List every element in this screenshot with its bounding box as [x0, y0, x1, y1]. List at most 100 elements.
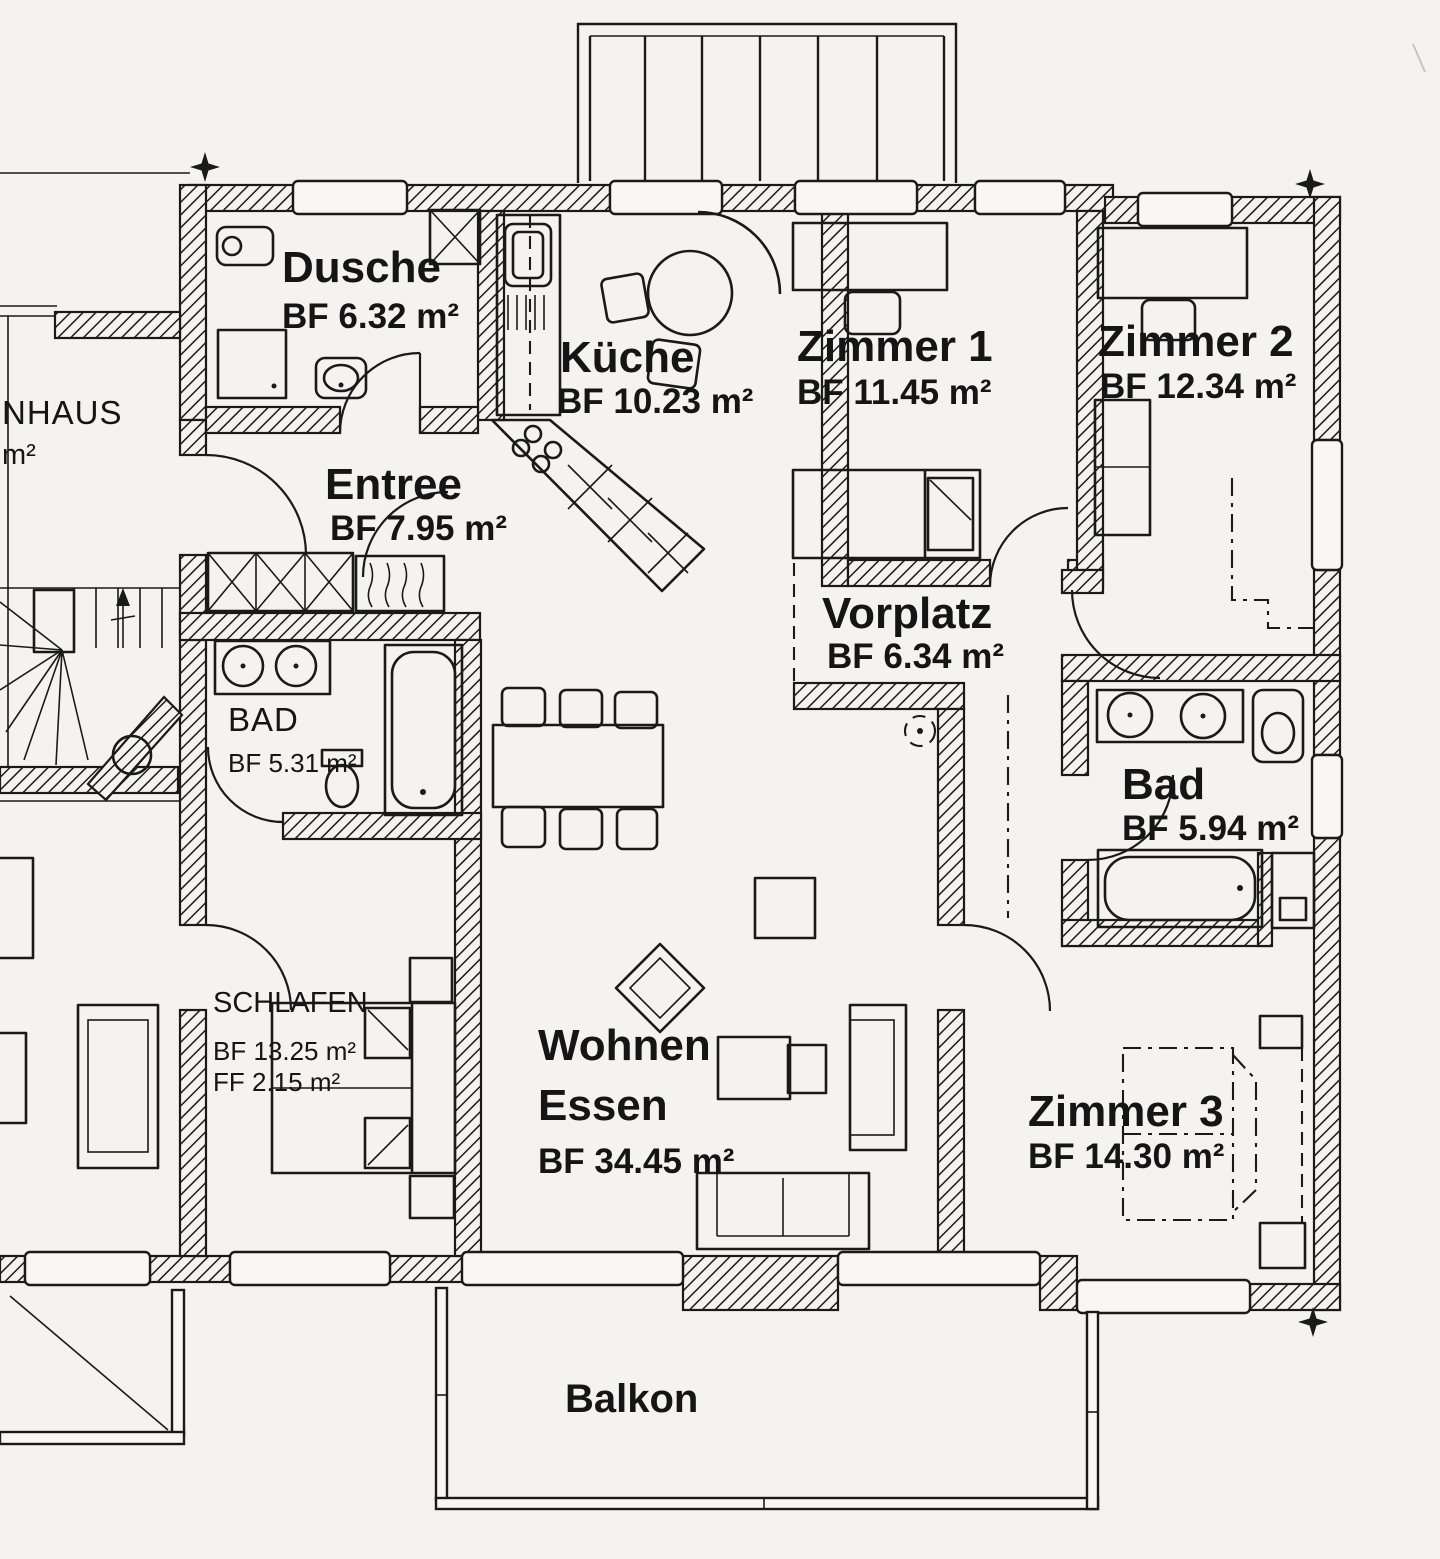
staircase — [0, 587, 180, 776]
chair — [615, 807, 659, 851]
room1-fixtures — [791, 221, 982, 560]
living-dining-fixtures — [491, 686, 908, 1251]
coat-rack — [354, 554, 446, 613]
corner-basin — [111, 734, 153, 776]
kitchen-table — [646, 249, 734, 337]
side-table — [753, 876, 817, 940]
vanity-counter — [213, 639, 332, 696]
pillow — [926, 476, 975, 552]
roof-terrace — [576, 22, 958, 183]
room-label-vorplatz: Vorplatz — [822, 589, 992, 638]
room2-door-arc — [1070, 589, 1161, 680]
shower-tray-icon — [216, 328, 288, 400]
nightstand — [408, 1174, 456, 1220]
chair — [613, 690, 659, 730]
survey-cross-marks — [190, 152, 1328, 1337]
stove-burner — [523, 424, 543, 444]
stair-diagonal-wall — [86, 695, 184, 802]
duct-shaft — [428, 208, 482, 266]
bath-door-arc — [1087, 774, 1175, 862]
dining-table — [491, 723, 665, 809]
sink-icon — [1179, 692, 1227, 740]
room-label-wohnen: Wohnen — [538, 1021, 711, 1070]
window — [1136, 191, 1234, 228]
label-treppenhaus-partial: NHAUS — [2, 394, 123, 431]
window — [1075, 1278, 1252, 1315]
kitchen-bench-arc — [697, 210, 782, 295]
stove-burner — [511, 438, 531, 458]
bathtub — [383, 643, 464, 817]
room-area-schlafen: BF 13.25 m² — [213, 1036, 356, 1066]
window — [1310, 753, 1344, 840]
kitchen-fixtures — [490, 210, 782, 593]
bathtub — [1096, 848, 1264, 929]
room3-door-arc — [963, 923, 1052, 1012]
neighbor-bath-door-arc — [206, 746, 284, 824]
neighbor-balcony-railing — [0, 1288, 186, 1446]
room-label-entree: Entree — [325, 460, 462, 509]
sink-icon — [1106, 691, 1154, 739]
room3-fixtures — [1121, 1014, 1307, 1270]
chair — [1140, 298, 1197, 342]
pillow — [363, 1116, 412, 1170]
balcony-railing — [434, 1286, 1100, 1511]
room1-door-arc — [988, 506, 1069, 587]
chair — [558, 688, 604, 729]
room-label-kueche: Küche — [560, 333, 694, 382]
room-label-essen: Essen — [538, 1081, 668, 1130]
windows — [23, 179, 1344, 1315]
room-area-vorplatz: BF 6.34 m² — [827, 637, 1004, 676]
wc-icon — [1251, 688, 1305, 764]
window — [23, 1250, 152, 1287]
room-label-zimmer3: Zimmer 3 — [1028, 1087, 1224, 1136]
kitchen-diagonal-counter — [490, 418, 706, 593]
room-area-bad: BF 5.94 m² — [1122, 809, 1299, 848]
smoke-detector — [903, 714, 937, 748]
scan-artifact — [1412, 43, 1426, 73]
stove-burner — [543, 440, 563, 460]
room-label-zimmer2: Zimmer 2 — [1098, 317, 1294, 366]
nightstand — [1258, 1221, 1307, 1270]
sink-icon — [274, 644, 318, 688]
neighbor-living-fixtures — [0, 856, 160, 1170]
chair — [558, 807, 604, 851]
room-label-balkon: Balkon — [565, 1377, 698, 1421]
sofa — [695, 1171, 871, 1251]
nightstand — [408, 956, 454, 1004]
chair — [843, 290, 902, 336]
window — [291, 179, 409, 216]
room-labels: Dusche BF 6.32 m² Küche BF 10.23 m² Zimm… — [2, 243, 1299, 1421]
room-area-zimmer2: BF 12.34 m² — [1100, 367, 1296, 406]
room-area-bad-neighbor: BF 5.31 m² — [228, 748, 357, 778]
room-area-dusche: BF 6.32 m² — [282, 297, 459, 336]
armchair-rotated — [614, 942, 706, 1034]
sink-icon — [221, 644, 265, 688]
bath-fixtures — [1095, 688, 1316, 930]
interior-walls — [178, 209, 1342, 1258]
room-label-bad: Bad — [1122, 760, 1205, 809]
entrance-door-arc — [205, 453, 308, 556]
desk — [791, 221, 949, 292]
balcony-door — [836, 1250, 1042, 1287]
room-area-zimmer3: BF 14.30 m² — [1028, 1137, 1224, 1176]
room-label-bad-neighbor: BAD — [228, 701, 299, 738]
window — [1310, 438, 1344, 572]
chair — [500, 686, 547, 728]
armchair — [716, 1035, 792, 1101]
window — [793, 179, 919, 216]
room-area-entree: BF 7.95 m² — [330, 509, 507, 548]
cabinet-partial — [0, 856, 35, 960]
vanity-counter — [1095, 688, 1245, 744]
dashed-guides — [792, 478, 1313, 918]
room-area-wohnen-essen: BF 34.45 m² — [538, 1142, 734, 1181]
room2-fixtures — [1093, 226, 1249, 537]
kitchen-sink-icon — [503, 222, 553, 288]
kitchen-counter — [495, 213, 562, 417]
entree-kitchen-door-arc — [361, 490, 449, 578]
chair — [600, 272, 650, 324]
neighbor-bedroom-fixtures — [270, 956, 457, 1220]
armchair-partial — [0, 1031, 28, 1125]
neighbor-bath-fixtures — [213, 639, 464, 817]
exterior-walls — [0, 183, 1342, 1312]
